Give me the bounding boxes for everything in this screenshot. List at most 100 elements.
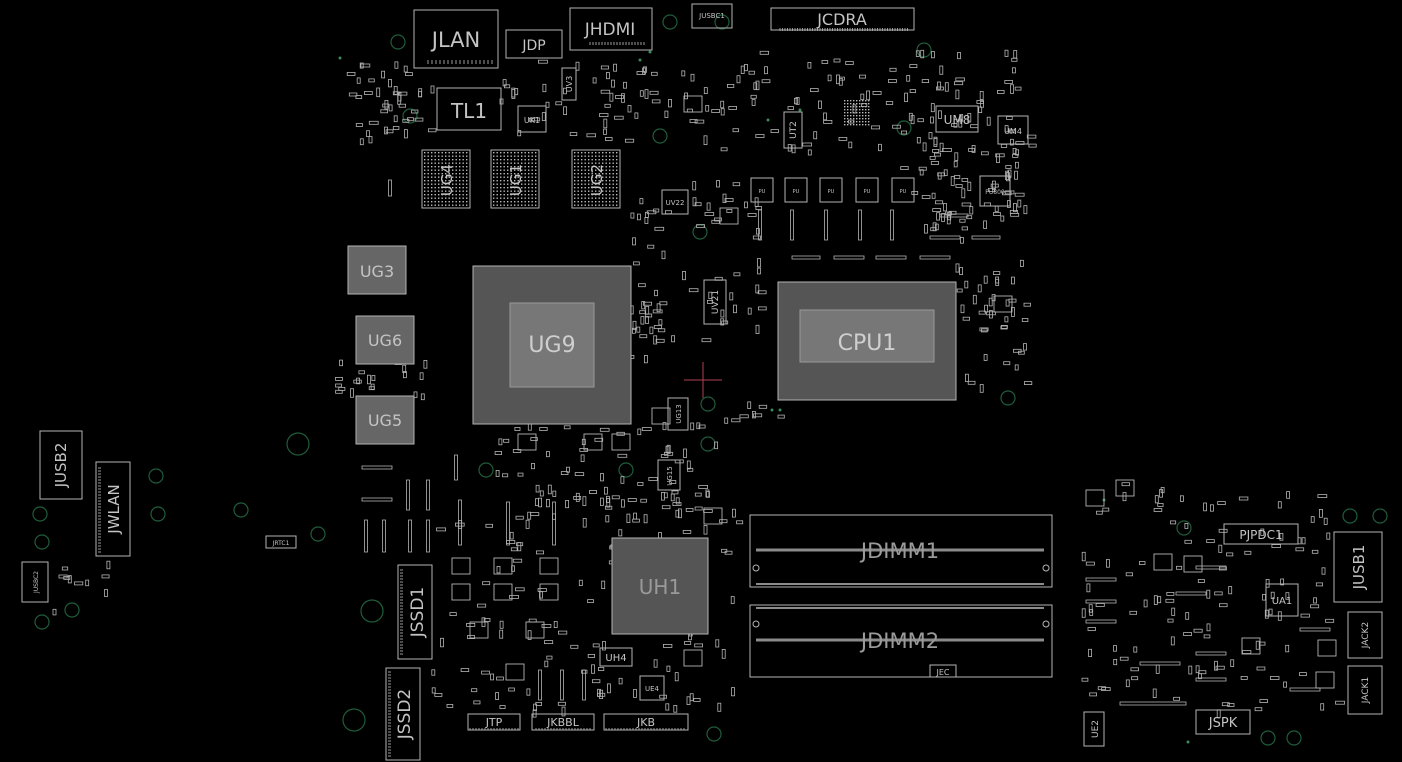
ut2-chip[interactable]: UT2 bbox=[783, 111, 803, 149]
cpu1-processor[interactable]: CPU1 bbox=[777, 281, 957, 401]
jusb2-label: JUSB2 bbox=[52, 443, 70, 489]
jkb-connector[interactable]: JKB bbox=[603, 713, 689, 731]
uh1-pch[interactable]: UH1 bbox=[611, 537, 709, 635]
jlan-connector[interactable]: JLAN bbox=[413, 9, 499, 69]
jusbc1-label: JUSBC1 bbox=[698, 12, 725, 20]
pu-label-2: PU bbox=[793, 189, 800, 195]
via-layer bbox=[32, 14, 1388, 746]
um4-label: UM4 bbox=[1004, 127, 1022, 136]
ug2-label: UG2 bbox=[588, 164, 606, 196]
pu800-label: PU800 bbox=[985, 189, 1005, 196]
ug3-memory[interactable]: UG3 bbox=[347, 245, 407, 295]
ug13-chip[interactable]: UG13 bbox=[667, 397, 689, 431]
ug1-memory[interactable]: UG1 bbox=[490, 149, 540, 209]
ug9-gpu[interactable]: UG9 bbox=[472, 265, 632, 425]
jhdmi-connector[interactable]: JHDMI bbox=[569, 7, 653, 51]
ug15-chip[interactable]: UG15 bbox=[657, 459, 681, 491]
pu-label-4: PU bbox=[864, 189, 871, 195]
uv21-chip[interactable]: UV21 bbox=[703, 279, 727, 325]
um8-chip[interactable]: UM8 bbox=[935, 105, 979, 133]
pu800-chip[interactable]: PU800 bbox=[979, 175, 1011, 207]
jcdra-connector[interactable]: JCDRA bbox=[770, 7, 915, 31]
jdp-label: JDP bbox=[521, 38, 545, 54]
ue4-label: UE4 bbox=[645, 685, 660, 693]
pu-mosfet-2: PU bbox=[784, 177, 808, 203]
jhdmi-label: JHDMI bbox=[584, 20, 636, 40]
jkb-label: JKB bbox=[636, 716, 655, 729]
jrtc1-label: JRTC1 bbox=[272, 540, 290, 547]
jkbbl-label: JKBBL bbox=[546, 716, 580, 729]
uh1-label: UH1 bbox=[639, 575, 681, 599]
jrtc1-connector[interactable]: JRTC1 bbox=[265, 535, 297, 549]
ug3-label: UG3 bbox=[360, 262, 394, 281]
tl1-transformer[interactable]: TL1 bbox=[436, 87, 502, 131]
jusb1-connector[interactable]: JUSB1 bbox=[1333, 531, 1383, 603]
ug5-label: UG5 bbox=[368, 411, 402, 430]
jdimm2-label: JDIMM2 bbox=[859, 629, 939, 653]
pjpdc1-connector[interactable]: PJPDC1 bbox=[1223, 523, 1299, 545]
ug9-label: UG9 bbox=[528, 333, 575, 358]
pu-mosfet-1: PU bbox=[750, 177, 774, 203]
ut2-label: UT2 bbox=[789, 121, 799, 139]
ua1-chip[interactable]: UA1 bbox=[1265, 583, 1299, 617]
pu-label-1: PU bbox=[759, 189, 766, 195]
ug4-memory[interactable]: UG4 bbox=[421, 149, 471, 209]
jtp-label: JTP bbox=[485, 716, 503, 729]
jssd1-connector[interactable]: JSSD1 bbox=[397, 564, 433, 660]
um8-label: UM8 bbox=[944, 113, 971, 127]
uk1-label: UK1 bbox=[524, 116, 540, 125]
jspk-connector[interactable]: JSPK bbox=[1195, 709, 1251, 735]
jspk-label: JSPK bbox=[1208, 716, 1238, 731]
jcdra-label: JCDRA bbox=[816, 10, 867, 29]
jkbbl-connector[interactable]: JKBBL bbox=[531, 713, 595, 731]
jusb1-label: JUSB1 bbox=[1350, 545, 1368, 591]
ug2-memory[interactable]: UG2 bbox=[571, 149, 621, 209]
ug6-memory[interactable]: UG6 bbox=[355, 315, 415, 365]
ue4-chip[interactable]: UE4 bbox=[639, 675, 665, 701]
tl1-label: TL1 bbox=[450, 99, 487, 123]
jssd1-label: JSSD1 bbox=[408, 587, 428, 639]
jack1-connector[interactable]: JACK1 bbox=[1347, 665, 1383, 715]
uh4-chip[interactable]: UH4 bbox=[599, 647, 633, 667]
ug6-label: UG6 bbox=[368, 331, 402, 350]
jusbc1-connector[interactable]: JUSBC1 bbox=[691, 3, 733, 29]
pu-label-5: PU bbox=[900, 189, 907, 195]
uv3-chip[interactable]: UV3 bbox=[561, 67, 577, 101]
jec-connector[interactable]: JEC bbox=[929, 664, 957, 678]
cpu1-label: CPU1 bbox=[838, 331, 897, 356]
jlan-label: JLAN bbox=[430, 28, 480, 52]
pu-mosfet-5: PU bbox=[891, 177, 915, 203]
jack2-label: JACK2 bbox=[1361, 622, 1371, 649]
pu-label-3: PU bbox=[828, 189, 835, 195]
jdimm1-label: JDIMM1 bbox=[859, 539, 939, 563]
jack1-label: JACK1 bbox=[1361, 677, 1371, 704]
jusb2-connector[interactable]: JUSB2 bbox=[39, 430, 83, 500]
jdp-connector[interactable]: JDP bbox=[505, 29, 563, 59]
component-outlines bbox=[52, 49, 1345, 718]
jwlan-connector[interactable]: JWLAN bbox=[95, 461, 131, 557]
ua1-label: UA1 bbox=[1272, 596, 1293, 607]
jack2-connector[interactable]: JACK2 bbox=[1347, 611, 1383, 659]
ug4-label: UG4 bbox=[438, 164, 456, 196]
jusbc2-label: JUSBC2 bbox=[33, 571, 40, 594]
jec-label: JEC bbox=[936, 668, 950, 677]
jwlan-label: JWLAN bbox=[105, 484, 123, 534]
jdimm2-slot[interactable]: JDIMM2 bbox=[749, 604, 1053, 678]
ue2-chip[interactable]: UE2 bbox=[1083, 711, 1105, 747]
uh4-label: UH4 bbox=[605, 653, 626, 664]
uv22-chip[interactable]: UV22 bbox=[661, 189, 689, 215]
crosshair-cursor-icon bbox=[684, 362, 722, 398]
ug15-label: UG15 bbox=[666, 466, 674, 485]
pjpdc1-label: PJPDC1 bbox=[1239, 528, 1282, 542]
ug5-memory[interactable]: UG5 bbox=[355, 395, 415, 445]
uk1-chip[interactable]: UK1 bbox=[517, 105, 547, 133]
power-mosfet-row[interactable]: PU PU PU PU PU bbox=[750, 177, 915, 203]
um4-chip[interactable]: UM4 bbox=[997, 115, 1029, 145]
jssd2-connector[interactable]: JSSD2 bbox=[385, 667, 421, 761]
jtp-connector[interactable]: JTP bbox=[467, 713, 521, 731]
jdimm1-slot[interactable]: JDIMM1 bbox=[749, 514, 1053, 588]
ug13-label: UG13 bbox=[675, 404, 683, 423]
jusbc2-connector[interactable]: JUSBC2 bbox=[21, 561, 49, 603]
jssd2-label: JSSD2 bbox=[395, 689, 415, 741]
